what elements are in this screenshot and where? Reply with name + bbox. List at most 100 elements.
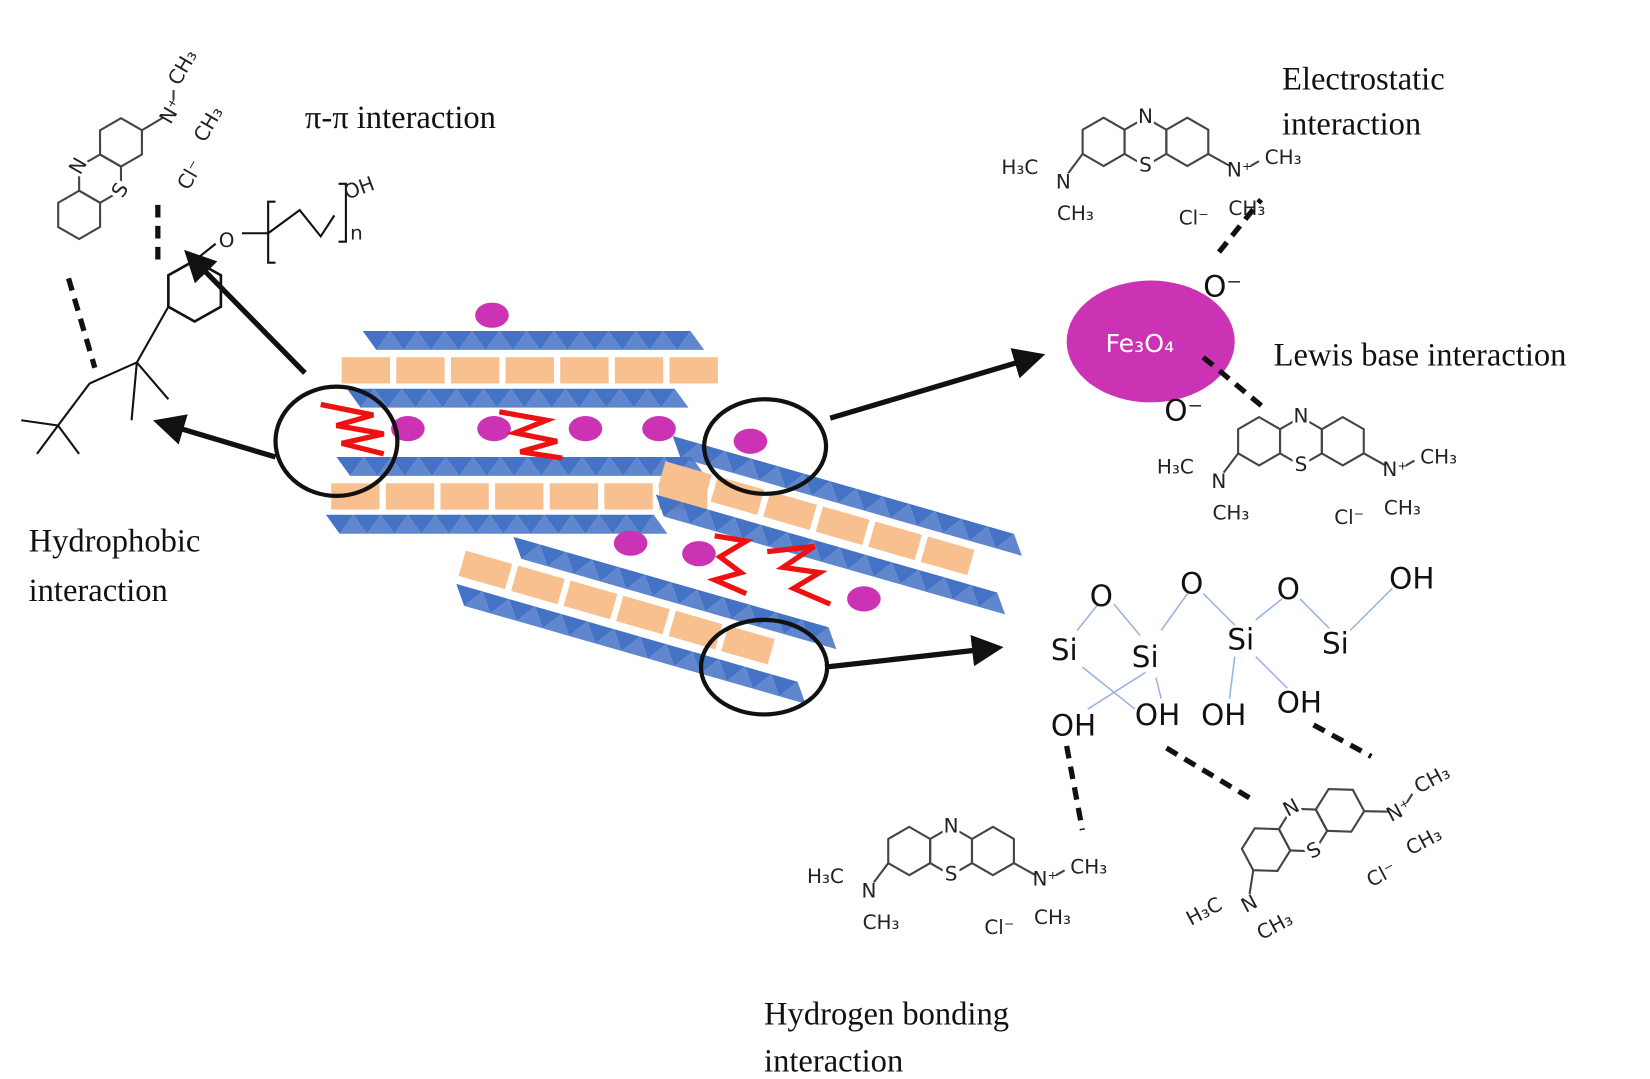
aromatic-ring [57, 189, 102, 241]
layer-triangle [469, 388, 498, 408]
methyl-group: CH₃ [1384, 495, 1421, 519]
layer-triangle [442, 388, 470, 408]
layer-triangle [856, 488, 883, 511]
layer-triangle [647, 644, 675, 667]
methyl-group: CH₃ [1070, 854, 1107, 878]
layer-triangle [595, 457, 624, 476]
surfactant-chain [766, 543, 832, 607]
layer-triangle [595, 629, 622, 652]
label-bg [109, 179, 135, 204]
layer-triangle [547, 551, 574, 574]
silica-si-1: Si [1051, 633, 1078, 667]
bond [1406, 793, 1414, 803]
layer-triangle [978, 592, 1006, 615]
layer-triangle [444, 330, 472, 350]
layer-triangle [674, 651, 701, 674]
layer-triangle [573, 559, 601, 582]
layer-triangle [516, 606, 543, 629]
surfactant-chain [320, 401, 385, 457]
chloride-ion: Cl⁻ [1362, 857, 1400, 892]
layer-triangle [745, 666, 772, 689]
fe3o4-nanoparticle-dot [477, 416, 511, 442]
layer-triangle [621, 636, 648, 659]
layer-triangle [892, 562, 919, 585]
quaternary-nitrogen: N⁺ [154, 94, 188, 128]
layer-triangle [594, 330, 623, 350]
layer-triangle [538, 388, 566, 408]
layer-triangle [757, 612, 784, 635]
layer-triangle [339, 514, 367, 534]
layer-triangle [456, 583, 483, 606]
quaternary-nitrogen: N⁺ [1382, 457, 1407, 481]
layer-triangle [742, 524, 769, 547]
layer-triangle [811, 481, 839, 504]
layer-triangle [813, 539, 840, 562]
label-bg [65, 153, 91, 179]
layer-triangle [418, 457, 446, 476]
layer-triangle [551, 388, 580, 408]
fe3o4-nanoparticle-dot [733, 428, 768, 454]
chloride-ion: Cl⁻ [1179, 206, 1209, 230]
layer-triangle [636, 457, 665, 476]
layer-triangle [678, 589, 706, 612]
layer-triangle [647, 388, 675, 408]
layer-triangle [404, 457, 433, 476]
methyl-group: CH₃ [163, 45, 202, 89]
label-bg [1137, 107, 1154, 127]
aromatic-ring [1320, 415, 1365, 467]
layer-triangle [626, 514, 654, 534]
octylphenol-oh: OH [340, 171, 377, 204]
layer-triangle [644, 574, 671, 597]
layer-triangle [582, 457, 610, 476]
layer-triangle [432, 457, 460, 476]
label-bg [942, 866, 960, 886]
methyl-group: CH₃ [188, 102, 227, 146]
layer-triangle [542, 614, 570, 636]
clay-stack [456, 536, 837, 704]
layer-triangle [652, 582, 679, 605]
layer-triangle [448, 514, 477, 534]
label-pi-pi-interaction: π-π interaction [305, 100, 496, 136]
layer-triangle [325, 514, 354, 534]
layer-rect [450, 357, 500, 384]
layer-triangle [916, 511, 944, 534]
silica-o-2: O [1180, 567, 1203, 601]
layer-triangle [908, 503, 936, 526]
ring-sulfur: S [1139, 153, 1152, 177]
layer-triangle [476, 514, 504, 534]
layer-triangle [374, 388, 402, 408]
lewis-base-bond [1201, 355, 1268, 412]
methyl-group: CH₃ [1402, 822, 1446, 861]
layer-triangle [995, 533, 1022, 556]
layer-triangle [362, 330, 391, 350]
layer-triangle [353, 514, 381, 534]
layer-triangle [407, 514, 436, 534]
fe3o4-nanoparticle-dot [568, 416, 603, 442]
layer-triangle [839, 547, 866, 570]
layer-triangle [489, 514, 518, 534]
highlight-circle-hydrophobic [273, 384, 400, 498]
ring-nitrogen: N [1138, 104, 1153, 128]
layer-triangle [723, 597, 750, 620]
octylphenol-n: n [350, 221, 363, 245]
layer-triangle [944, 577, 971, 600]
silica-oh-5: OH [1277, 685, 1322, 719]
hbond-1 [1064, 745, 1085, 831]
layer-rect [511, 565, 565, 605]
layer-triangle [500, 457, 528, 476]
layer-triangle [336, 457, 364, 476]
layer-triangle [390, 330, 418, 350]
layer-rect [920, 536, 975, 576]
layer-triangle [821, 547, 848, 570]
ring-sulfur: S [945, 862, 958, 886]
layer-triangle [486, 457, 515, 476]
layer-triangle [918, 569, 945, 592]
label-bg [1303, 839, 1327, 865]
ring-nitrogen: N [944, 813, 959, 837]
clay-layers [320, 302, 1022, 704]
bond [1363, 452, 1386, 467]
layer-triangle [490, 598, 517, 621]
